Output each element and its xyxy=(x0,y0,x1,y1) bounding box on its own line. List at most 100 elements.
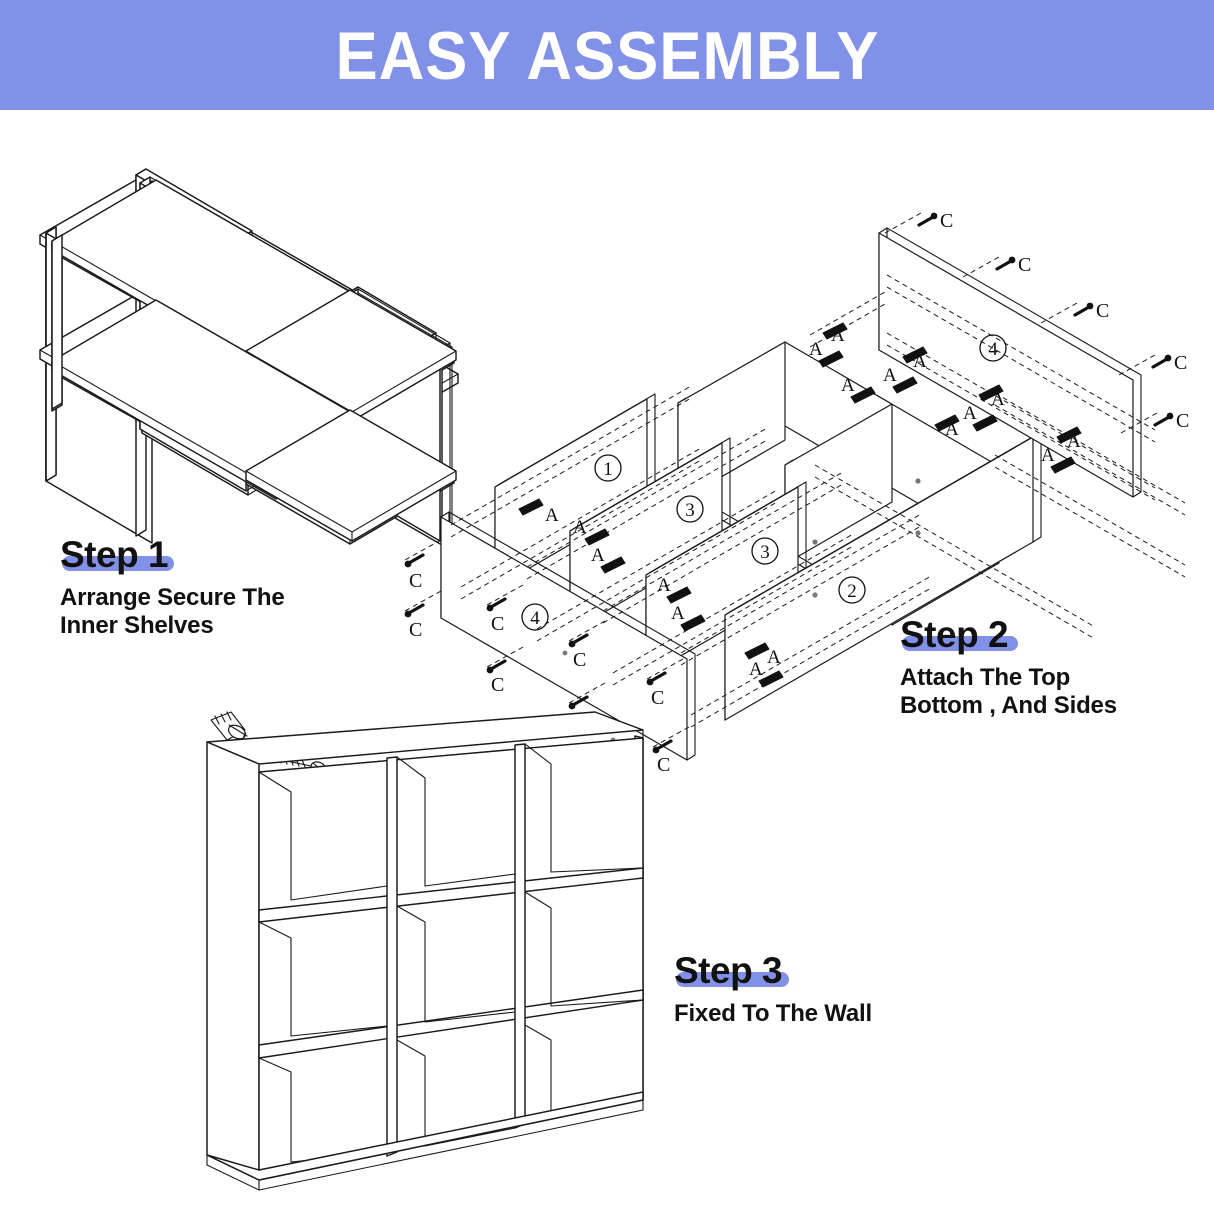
panel-4b-back xyxy=(448,511,696,761)
part-number-label: 1 xyxy=(603,459,613,480)
part-badge-4top: 4 xyxy=(979,334,1007,362)
svg-text:C: C xyxy=(1096,300,1109,322)
internal-dividers xyxy=(386,743,526,1157)
shelf-interior-back xyxy=(258,737,644,1181)
screw-callout: C xyxy=(652,726,690,776)
part-badge-3b: 3 xyxy=(751,537,779,565)
step-3-highlight xyxy=(676,971,789,987)
alignment-dashed-lines-left xyxy=(450,385,932,728)
dowel-marker: A xyxy=(934,414,960,440)
svg-text:C: C xyxy=(573,649,586,671)
panel-4b-hole xyxy=(562,650,568,656)
shelf-divider-vertical-2 xyxy=(514,743,526,1129)
step-1-highlight xyxy=(62,555,174,571)
shelf-bottom-panel xyxy=(206,1091,644,1181)
panel-2-back xyxy=(732,431,1042,611)
step-3-diagram xyxy=(185,700,665,1210)
svg-text:C: C xyxy=(1176,410,1189,432)
dowel-marker: A xyxy=(749,659,784,688)
svg-text:A: A xyxy=(809,339,823,360)
svg-text:A: A xyxy=(1041,445,1055,466)
dowel-marker: A xyxy=(1041,445,1076,474)
step-1-title-wrap: Step 1 xyxy=(60,535,174,575)
header-banner: EASY ASSEMBLY xyxy=(0,0,1214,110)
dowel-marker: A xyxy=(1056,426,1082,452)
screw-callouts: C C C C C C C C C C C C C xyxy=(404,210,1189,776)
dowel-marker: A xyxy=(902,346,928,372)
svg-text:C: C xyxy=(657,754,670,776)
step-3-title-wrap: Step 3 xyxy=(674,950,789,991)
screw-callout: C xyxy=(1118,352,1187,376)
divider-right-top xyxy=(357,288,451,344)
step-3-caption: Step 3 Fixed To The Wall xyxy=(674,950,872,1028)
svg-text:A: A xyxy=(1067,431,1081,452)
dowel-marker: A xyxy=(657,575,692,604)
step-3-title: Step 3 xyxy=(674,950,783,991)
screw-callout: C xyxy=(1120,410,1189,434)
step-1-diagram-detail xyxy=(30,155,480,555)
dowel-marker: A xyxy=(591,545,626,574)
step-2-title: Step 2 xyxy=(900,614,1009,655)
screw-callout: C xyxy=(1040,300,1109,324)
step-2-caption: Step 2 Attach The Top Bottom , And Sides xyxy=(900,614,1117,720)
step-3-description: Fixed To The Wall xyxy=(674,999,872,1027)
svg-text:C: C xyxy=(491,613,504,635)
screw-callout: C xyxy=(404,590,442,641)
svg-text:C: C xyxy=(651,687,664,709)
screw-callout: C xyxy=(646,658,684,709)
svg-text:A: A xyxy=(545,505,559,526)
grid-panels xyxy=(51,176,457,542)
part-number-label: 2 xyxy=(847,581,857,602)
shelf-bottom-front-edge xyxy=(258,1099,644,1191)
shelf-left-end-cap xyxy=(51,234,63,410)
svg-text:A: A xyxy=(963,403,977,424)
svg-text:A: A xyxy=(831,325,845,346)
svg-text:A: A xyxy=(657,575,671,596)
panel-2-front xyxy=(724,431,1042,721)
svg-text:C: C xyxy=(409,619,422,641)
screw-callout: C xyxy=(486,646,524,696)
svg-text:C: C xyxy=(940,210,953,232)
part-badge-1: 1 xyxy=(594,454,622,482)
shelf-bottom-thickness xyxy=(206,1154,260,1191)
step-2-description: Attach The Top Bottom , And Sides xyxy=(900,663,1117,720)
shelf-lower-right-fold xyxy=(245,470,457,542)
alignment-dashed-lines-right xyxy=(809,274,1186,640)
part-number-badges: 1 3 3 2 4 4 xyxy=(521,334,1007,631)
svg-text:C: C xyxy=(1018,254,1031,276)
screw-callout: C xyxy=(404,539,442,592)
shelf-left-side xyxy=(206,741,260,1181)
screw-callout: C xyxy=(962,254,1031,278)
svg-text:A: A xyxy=(573,517,587,538)
step-2-diagram: A A A A A A A A A A A A A A A A A xyxy=(395,210,1205,776)
panel-2-hole xyxy=(812,592,818,598)
shelf-lower-right xyxy=(245,409,457,542)
svg-text:A: A xyxy=(841,375,855,396)
svg-text:A: A xyxy=(991,389,1005,410)
part-number-label: 4 xyxy=(530,608,540,629)
svg-text:C: C xyxy=(491,674,504,696)
svg-text:A: A xyxy=(883,365,897,386)
step-2-highlight xyxy=(902,635,1018,651)
svg-text:C: C xyxy=(1174,352,1187,374)
dowel-marker: A xyxy=(883,365,918,394)
panel-2-hole xyxy=(812,539,818,545)
dowel-marker: A xyxy=(822,322,848,346)
cube-bookshelf xyxy=(206,711,644,1191)
dowel-marker: A xyxy=(963,403,998,432)
part-badge-3a: 3 xyxy=(676,495,704,523)
step-1-caption: Step 1 Arrange Secure The Inner Shelves xyxy=(60,535,285,640)
svg-text:C: C xyxy=(409,570,422,592)
dowel-marker: A xyxy=(671,603,706,632)
shelf-divider-vertical-1 xyxy=(386,756,398,1157)
svg-text:A: A xyxy=(671,603,685,624)
dowel-marker: A xyxy=(518,498,559,526)
svg-text:A: A xyxy=(945,419,959,440)
dowel-marker: A xyxy=(841,375,876,404)
panel-2-hole xyxy=(915,478,921,484)
part-number-label: 4 xyxy=(988,339,998,360)
svg-text:A: A xyxy=(913,351,927,372)
step-2-title-wrap: Step 2 xyxy=(900,614,1018,655)
svg-text:A: A xyxy=(767,647,781,668)
